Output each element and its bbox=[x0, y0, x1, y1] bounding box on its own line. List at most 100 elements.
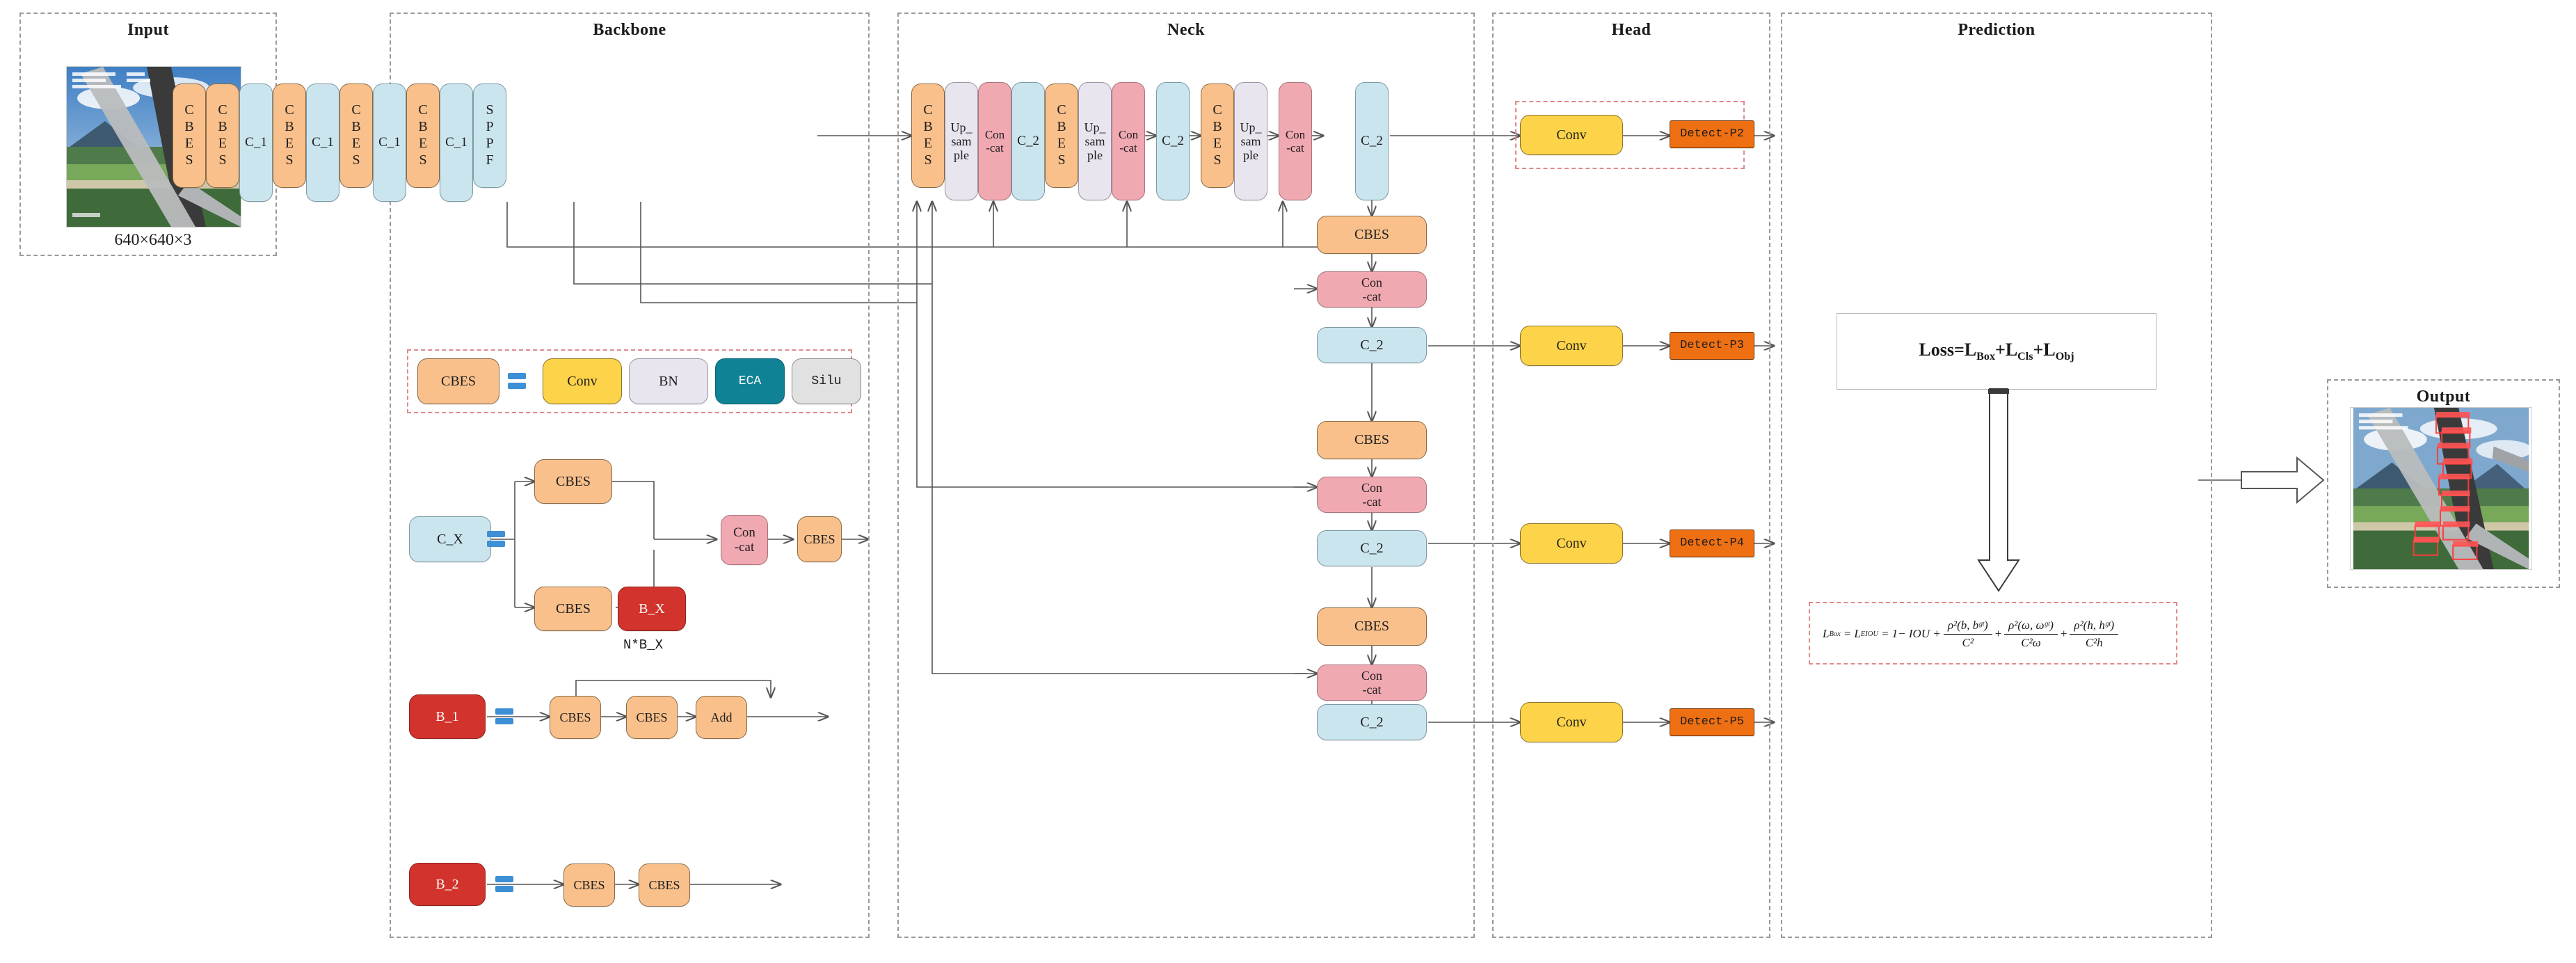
head-conv-p4[interactable]: Conv bbox=[1520, 523, 1623, 564]
head-conv-p3[interactable]: Conv bbox=[1520, 326, 1623, 366]
panel-neck-title: Neck bbox=[1167, 21, 1205, 39]
upsample-l3: ple bbox=[1087, 148, 1103, 163]
backbone-block-sppf[interactable]: SPPF bbox=[473, 83, 506, 188]
eiou-term-1-den: C² bbox=[1962, 635, 1974, 649]
input-image-caption: 640×640×3 bbox=[114, 231, 192, 249]
loss-l1: L bbox=[1964, 339, 1977, 360]
legend-b1-chain-cbes-2[interactable]: CBES bbox=[626, 696, 678, 739]
panel-backbone-title: Backbone bbox=[593, 21, 666, 39]
eiou-body: = 1− IOU + bbox=[1880, 627, 1941, 640]
concat-l1: Con bbox=[1361, 275, 1382, 289]
neck-block-concat-2[interactable]: Con-cat bbox=[1112, 82, 1145, 200]
loss-l3: +L bbox=[2033, 339, 2056, 360]
backbone-block-c1-1[interactable]: C_1 bbox=[239, 83, 273, 202]
neck-down-c2-2[interactable]: C_2 bbox=[1317, 530, 1427, 566]
legend-b1-equals-icon bbox=[495, 708, 513, 725]
legend-cbes-part-conv[interactable]: Conv bbox=[543, 358, 622, 404]
neck-down-concat-1[interactable]: Con-cat bbox=[1317, 271, 1427, 308]
legend-cbes-part-eca[interactable]: ECA bbox=[715, 358, 785, 404]
head-conv-p2[interactable]: Conv bbox=[1520, 115, 1623, 155]
upsample-l1: Up_ bbox=[950, 120, 973, 134]
eiou-formula-highlight bbox=[1809, 602, 2177, 664]
neck-block-cbes-1[interactable]: CBES bbox=[911, 83, 945, 188]
backbone-block-cbes-2[interactable]: CBES bbox=[206, 83, 239, 188]
legend-cx-key[interactable]: C_X bbox=[409, 516, 491, 562]
eiou-term-1: ρ²(b, bᵍᵗ) C² bbox=[1943, 619, 1992, 650]
eiou-term-3-den: C²h bbox=[2085, 635, 2103, 649]
legend-cx-branch-top-cbes[interactable]: CBES bbox=[534, 459, 612, 504]
backbone-block-c1-3[interactable]: C_1 bbox=[373, 83, 406, 202]
backbone-block-cbes-4[interactable]: CBES bbox=[339, 83, 373, 188]
panel-output-title: Output bbox=[2416, 388, 2471, 406]
legend-cbes-part-silu[interactable]: Silu bbox=[792, 358, 861, 404]
panel-output: Output bbox=[2327, 379, 2560, 588]
neck-down-cbes-2[interactable]: CBES bbox=[1317, 421, 1427, 459]
neck-block-c2-3[interactable]: C_2 bbox=[1355, 82, 1389, 200]
head-detect-p3[interactable]: Detect-P3 bbox=[1670, 332, 1754, 360]
legend-cx-merge-concat[interactable]: Con -cat bbox=[721, 515, 768, 565]
backbone-block-c1-4[interactable]: C_1 bbox=[440, 83, 473, 202]
panel-prediction-title: Prediction bbox=[1958, 21, 2035, 39]
panel-head: Head bbox=[1492, 13, 1770, 938]
neck-block-concat-1[interactable]: Con-cat bbox=[978, 82, 1011, 200]
loss-formula-text: Loss=LBox+LCls+LObj bbox=[1919, 340, 2074, 363]
neck-down-cbes-1[interactable]: CBES bbox=[1317, 216, 1427, 254]
neck-block-c2-2[interactable]: C_2 bbox=[1156, 82, 1190, 200]
head-detect-p5[interactable]: Detect-P5 bbox=[1670, 708, 1754, 736]
legend-cx-equals-icon bbox=[487, 531, 505, 548]
legend-cx-branch-bottom-bx[interactable]: B_X bbox=[618, 587, 686, 631]
backbone-block-cbes-3[interactable]: CBES bbox=[273, 83, 306, 188]
upsample-l3: ple bbox=[1243, 148, 1258, 163]
loss-label: Loss= bbox=[1919, 339, 1965, 360]
legend-b2-chain-cbes-1[interactable]: CBES bbox=[563, 863, 615, 907]
concat-l2: -cat bbox=[1119, 141, 1137, 154]
concat-l1: Con bbox=[1285, 127, 1306, 141]
concat-l2: -cat bbox=[1362, 495, 1382, 509]
loss-sub-obj: Obj bbox=[2055, 351, 2074, 363]
legend-b2-chain-cbes-2[interactable]: CBES bbox=[639, 863, 690, 907]
head-detect-p4[interactable]: Detect-P4 bbox=[1670, 530, 1754, 557]
panel-backbone: Backbone bbox=[390, 13, 870, 938]
neck-block-cbes-2[interactable]: CBES bbox=[1045, 83, 1078, 188]
legend-b2-key[interactable]: B_2 bbox=[409, 863, 486, 906]
neck-down-c2-1[interactable]: C_2 bbox=[1317, 327, 1427, 363]
concat-l1: Con bbox=[1361, 480, 1382, 495]
upsample-l1: Up_ bbox=[1084, 120, 1106, 134]
legend-b1-key[interactable]: B_1 bbox=[409, 694, 486, 739]
legend-b1-chain-cbes-1[interactable]: CBES bbox=[550, 696, 601, 739]
panel-head-title: Head bbox=[1611, 21, 1651, 39]
eiou-term-3: ρ²(h, hᵍᵗ) C²h bbox=[2070, 619, 2119, 650]
backbone-block-cbes-1[interactable]: CBES bbox=[173, 83, 206, 188]
neck-block-c2-1[interactable]: C_2 bbox=[1011, 82, 1045, 200]
legend-cbes-key[interactable]: CBES bbox=[417, 358, 499, 404]
legend-b1-chain-add[interactable]: Add bbox=[696, 696, 747, 739]
backbone-block-c1-2[interactable]: C_1 bbox=[306, 83, 339, 202]
eiou-term-2: ρ²(ω, ωᵍᵗ) C²ω bbox=[2004, 619, 2058, 650]
legend-cbes-part-bn[interactable]: BN bbox=[629, 358, 708, 404]
legend-cx-branch-bottom-cbes[interactable]: CBES bbox=[534, 587, 612, 631]
eiou-term-3-num: ρ²(h, hᵍᵗ) bbox=[2070, 619, 2119, 635]
neck-down-cbes-3[interactable]: CBES bbox=[1317, 607, 1427, 646]
eiou-lhs1-sub: Box bbox=[1829, 630, 1841, 638]
neck-down-concat-2[interactable]: Con-cat bbox=[1317, 477, 1427, 513]
neck-block-concat-3[interactable]: Con-cat bbox=[1279, 82, 1312, 200]
neck-down-concat-3[interactable]: Con-cat bbox=[1317, 664, 1427, 701]
loss-sub-cls: Cls bbox=[2017, 351, 2033, 363]
concat-l2: -cat bbox=[986, 141, 1004, 154]
head-conv-p5[interactable]: Conv bbox=[1520, 702, 1623, 742]
output-image bbox=[2350, 407, 2532, 570]
neck-down-c2-3[interactable]: C_2 bbox=[1317, 704, 1427, 740]
eiou-term-2-den: C²ω bbox=[2021, 635, 2041, 649]
legend-cx-merge-cbes[interactable]: CBES bbox=[797, 516, 842, 562]
eiou-lhs1: L bbox=[1823, 627, 1830, 640]
neck-block-cbes-3[interactable]: CBES bbox=[1201, 83, 1234, 188]
upsample-l2: sam bbox=[1085, 134, 1105, 148]
backbone-block-cbes-5[interactable]: CBES bbox=[406, 83, 440, 188]
head-detect-p2[interactable]: Detect-P2 bbox=[1670, 120, 1754, 148]
eiou-term-1-num: ρ²(b, bᵍᵗ) bbox=[1943, 619, 1992, 635]
